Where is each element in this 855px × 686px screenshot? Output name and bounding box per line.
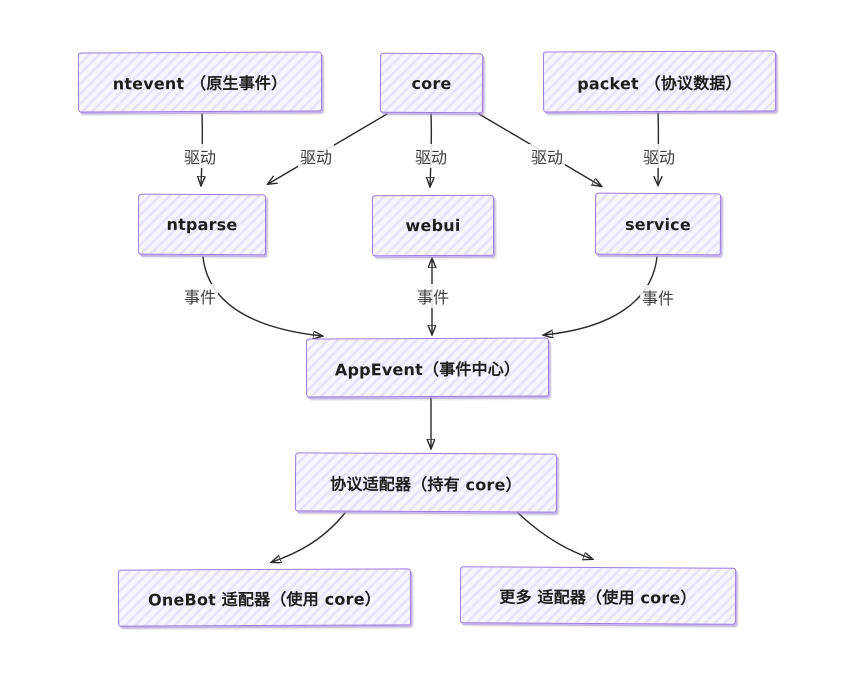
edge-adapter-onebot — [272, 512, 346, 562]
edge-ntparse-appevent — [202, 256, 322, 336]
edge-label-drive-core-webui: 驱动 — [412, 144, 450, 168]
node-appevent: AppEvent（事件中心） — [305, 337, 550, 398]
node-ntparse: ntparse — [137, 193, 267, 256]
node-packet: packet （协议数据） — [542, 50, 777, 113]
edge-label-event-ntparse-appevent: 事件 — [181, 284, 219, 308]
node-core: core — [379, 52, 484, 114]
node-webui: webui — [371, 194, 495, 257]
edge-label-drive-core-service: 驱动 — [528, 144, 566, 168]
edge-label-event-service-appevent: 事件 — [639, 285, 677, 309]
node-service: service — [594, 192, 722, 256]
edge-label-drive-core-ntparse: 驱动 — [297, 144, 335, 168]
node-more: 更多 适配器（使用 core） — [459, 566, 737, 625]
node-ntevent: ntevent （原生事件） — [77, 51, 323, 113]
edge-label-event-webui-appevent: 事件 — [414, 284, 452, 308]
edge-adapter-more — [517, 512, 592, 559]
edge-label-drive-packet-service: 驱动 — [640, 144, 678, 168]
edge-label-drive-ntevent-ntparse: 驱动 — [181, 144, 219, 168]
node-adapter: 协议适配器（持有 core） — [294, 452, 558, 513]
node-onebot: OneBot 适配器（使用 core） — [117, 568, 412, 627]
